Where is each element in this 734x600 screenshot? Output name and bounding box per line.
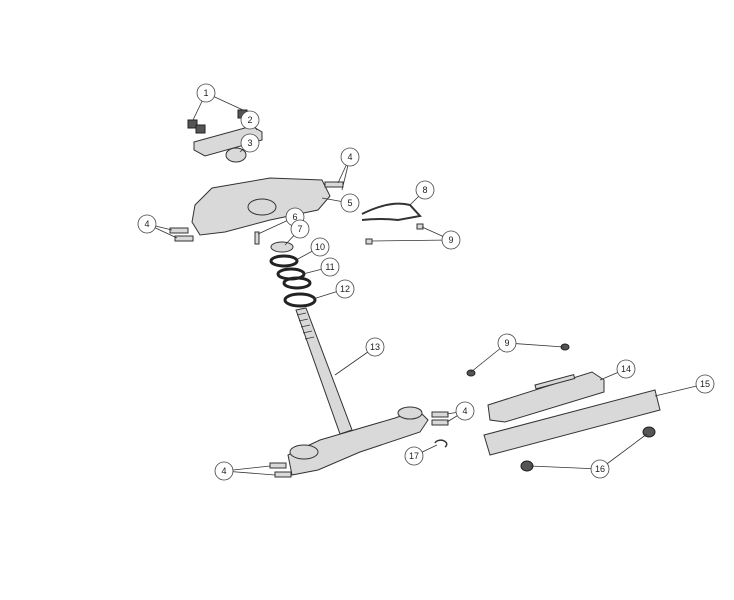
callout-circle (320, 257, 340, 277)
callout-circle (695, 374, 715, 394)
plate-slot (534, 374, 576, 390)
callout-number: 10 (315, 242, 325, 252)
callout-1: 1 (196, 83, 216, 103)
callout-14: 14 (616, 359, 636, 379)
callout-4: 4 (340, 147, 360, 167)
trim-bar-part (483, 389, 661, 456)
callout-9: 9 (497, 333, 517, 353)
bolt-part (431, 411, 449, 418)
callout-circle (137, 214, 157, 234)
bolt-part (187, 119, 198, 129)
callout-number: 4 (347, 152, 352, 162)
bolt-part (169, 227, 189, 234)
callout-circle (310, 237, 330, 257)
bearing-ring-part (283, 292, 317, 308)
callout-circle (290, 219, 310, 239)
callout-number: 9 (504, 338, 509, 348)
clamp-top (289, 444, 319, 460)
callout-13: 13 (365, 337, 385, 357)
clamp-hole (247, 198, 277, 216)
callout-16: 16 (590, 459, 610, 479)
callout-circle (240, 133, 260, 153)
callout-circle (441, 230, 461, 250)
callout-circle (497, 333, 517, 353)
callout-circle (335, 279, 355, 299)
leader-line (599, 433, 648, 470)
callout-5: 5 (340, 193, 360, 213)
callout-circle (415, 180, 435, 200)
callout-number: 7 (297, 224, 302, 234)
callout-4: 4 (137, 214, 157, 234)
callout-3: 3 (240, 133, 260, 153)
bolt-part (274, 471, 292, 478)
callout-circle (214, 461, 234, 481)
callout-circle (455, 401, 475, 421)
clamp-top (397, 406, 423, 420)
screw-part (416, 223, 424, 230)
callout-17: 17 (404, 446, 424, 466)
parts (169, 109, 661, 478)
callout-number: 16 (595, 464, 605, 474)
wire-bracket-part (361, 202, 422, 222)
bolt-part (195, 124, 206, 134)
callout-4: 4 (214, 461, 234, 481)
mounting-plate-part (487, 371, 605, 423)
bolt-part (324, 181, 344, 188)
callout-number: 13 (370, 342, 380, 352)
callout-number: 15 (700, 379, 710, 389)
callout-circle (404, 446, 424, 466)
callout-number: 17 (409, 451, 419, 461)
callout-number: 4 (221, 466, 226, 476)
callout-number: 4 (462, 406, 467, 416)
steering-stem-part (295, 307, 353, 435)
callout-circle (340, 147, 360, 167)
callout-number: 1 (203, 88, 208, 98)
screw-part (365, 238, 373, 245)
washer-part (270, 241, 294, 253)
callout-circle (240, 110, 260, 130)
bolt-part (174, 235, 194, 242)
callout-circle (340, 193, 360, 213)
callout-circle (196, 83, 216, 103)
bolt-part (254, 231, 260, 245)
callout-number: 6 (292, 212, 297, 222)
callout-8: 8 (415, 180, 435, 200)
bolt-part (431, 419, 449, 426)
callout-number: 8 (422, 185, 427, 195)
bearing-ring-part (269, 254, 299, 268)
callout-circle (590, 459, 610, 479)
callout-11: 11 (320, 257, 340, 277)
bearing-ring-part (282, 276, 312, 290)
callout-circle (616, 359, 636, 379)
callout-number: 12 (340, 284, 350, 294)
callout-12: 12 (335, 279, 355, 299)
thread (296, 312, 315, 340)
leader-line (371, 239, 452, 242)
clip-part (434, 439, 448, 448)
screw-part (466, 369, 476, 377)
callout-10: 10 (310, 237, 330, 257)
callout-9: 9 (441, 230, 461, 250)
callout-number: 14 (621, 364, 631, 374)
leader-line (506, 342, 565, 348)
callout-number: 4 (144, 219, 149, 229)
cap-nut-part (225, 147, 247, 163)
lower-triple-clamp-part (287, 409, 429, 476)
callout-2: 2 (240, 110, 260, 130)
callout-number: 9 (448, 235, 453, 245)
callout-number: 5 (347, 198, 352, 208)
callout-number: 3 (247, 138, 252, 148)
callout-7: 7 (290, 219, 310, 239)
leader-line (529, 465, 601, 470)
bolt-part (269, 462, 287, 469)
callout-15: 15 (695, 374, 715, 394)
callout-4: 4 (455, 401, 475, 421)
callout-number: 11 (325, 262, 334, 272)
callout-circle (365, 337, 385, 357)
callout-number: 2 (247, 115, 252, 125)
